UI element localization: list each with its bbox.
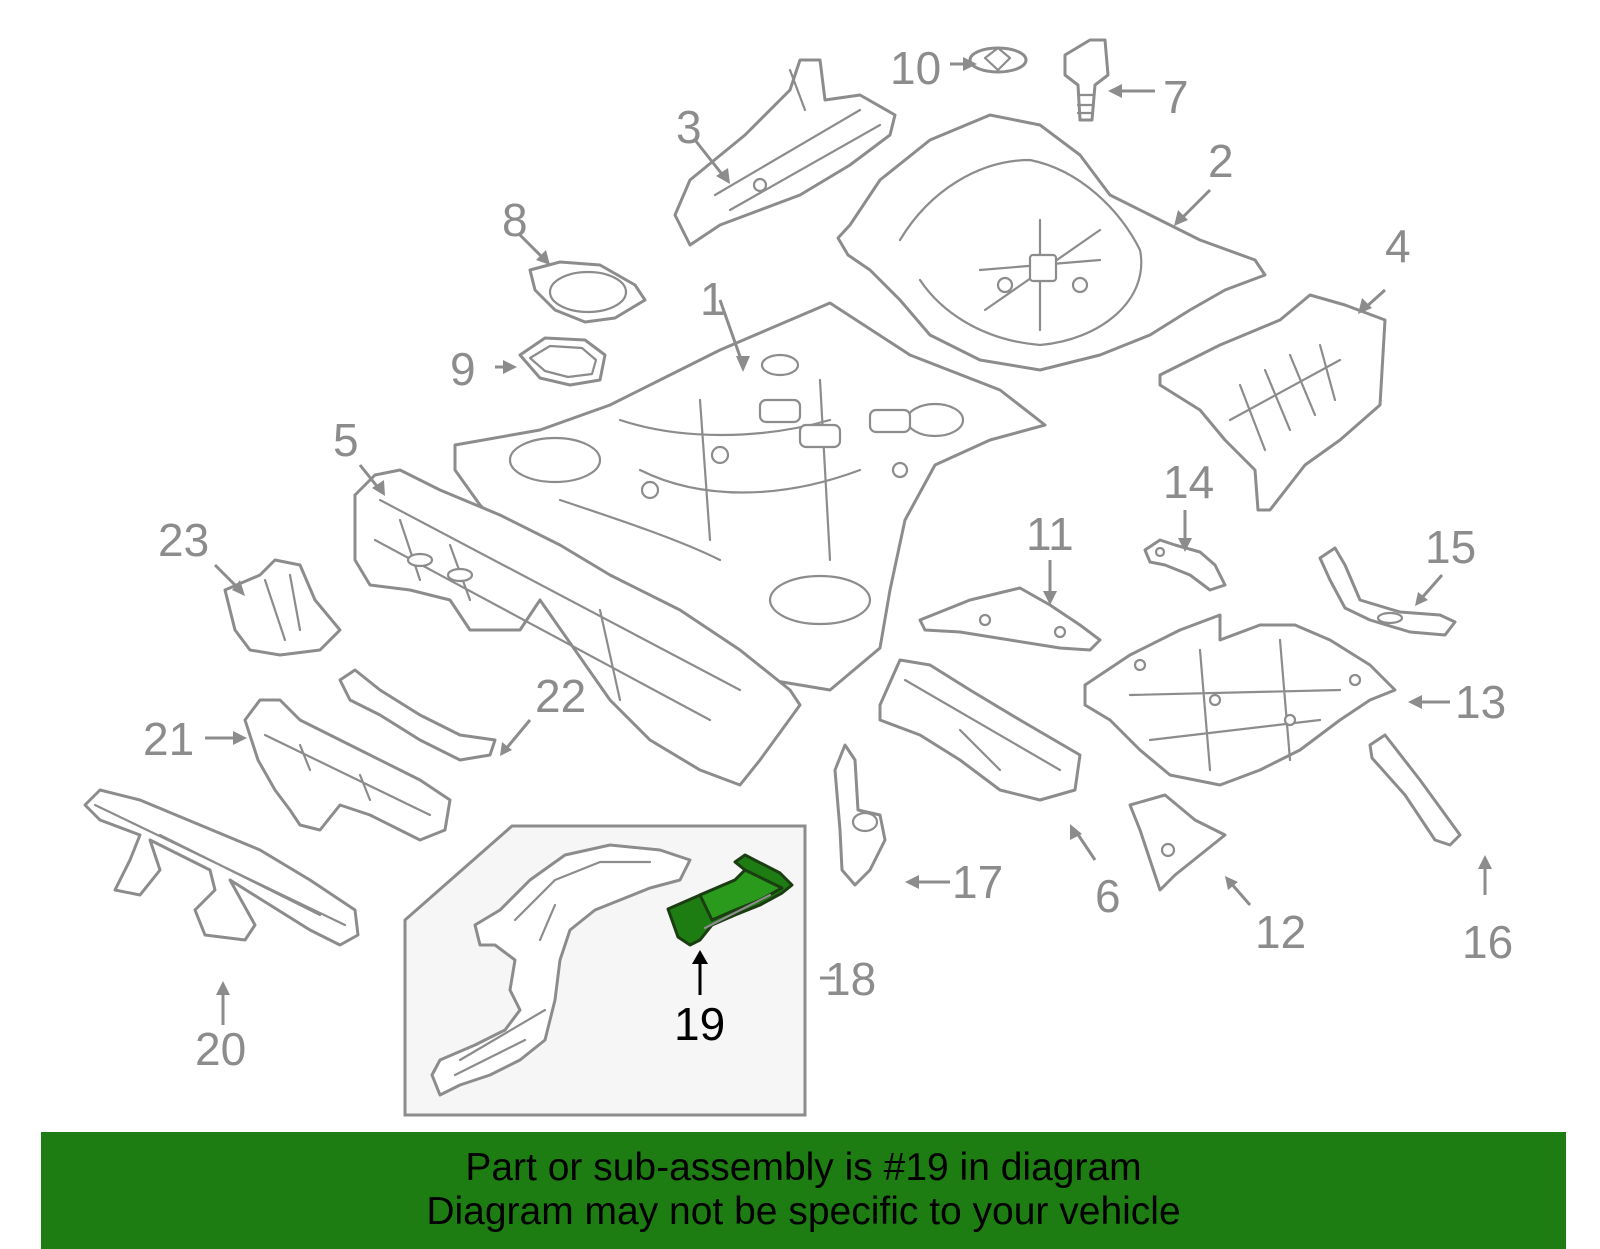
- part-12-bracket[interactable]: [1128, 793, 1227, 892]
- callout-9: 9: [450, 343, 476, 395]
- banner-disclaimer: Diagram may not be specific to your vehi…: [426, 1190, 1181, 1233]
- part-10-plug[interactable]: [968, 46, 1028, 74]
- banner-part-note: Part or sub-assembly is #19 in diagram: [465, 1146, 1142, 1189]
- callout-18: 18: [825, 953, 876, 1005]
- callout-23: 23: [158, 514, 209, 566]
- callout-12: 12: [1255, 906, 1306, 958]
- part-8-seal-plate[interactable]: [528, 260, 647, 324]
- part-3-rear-crossmember-upper[interactable]: [673, 58, 897, 247]
- callout-labels: 1 2 3 4 5 6 7 8 9 10 11 12 13 14 15 16 1…: [143, 42, 1513, 1075]
- part-21-crossmember-center[interactable]: [243, 698, 452, 842]
- callout-1: 1: [700, 273, 726, 325]
- part-13-floor-panel[interactable]: [1083, 613, 1397, 787]
- part-2-spare-wheel-pan[interactable]: [836, 113, 1267, 372]
- part-20-front-crossmember[interactable]: [83, 788, 360, 947]
- callout-8: 8: [502, 194, 528, 246]
- callout-16: 16: [1462, 916, 1513, 968]
- arrowheads: [216, 57, 1492, 995]
- part-11-gusset[interactable]: [918, 586, 1102, 652]
- callout-14: 14: [1163, 456, 1214, 508]
- inset-box-18: [403, 824, 807, 1117]
- part-22-crossmember-rear[interactable]: [338, 668, 497, 762]
- part-18-side-member-assembly[interactable]: [430, 843, 692, 1097]
- part-14-bracket-small[interactable]: [1143, 538, 1227, 592]
- part-7-bolt[interactable]: [1063, 38, 1110, 122]
- callout-13: 13: [1455, 676, 1506, 728]
- callout-11: 11: [1026, 508, 1074, 560]
- part-4-floor-extension-right[interactable]: [1158, 293, 1387, 512]
- callout-2: 2: [1208, 135, 1234, 187]
- callout-21: 21: [143, 713, 194, 765]
- part-16-brace[interactable]: [1368, 733, 1462, 847]
- callout-6: 6: [1095, 870, 1121, 922]
- part-6-side-member-extension[interactable]: [878, 658, 1082, 802]
- part-5-rear-side-member-left[interactable]: [353, 468, 802, 787]
- info-banner: Part or sub-assembly is #19 in diagram D…: [41, 1132, 1566, 1249]
- part-19-reinforcement-highlighted[interactable]: [666, 853, 794, 947]
- part-9-grommet[interactable]: [518, 336, 607, 387]
- callout-20: 20: [195, 1023, 246, 1075]
- part-17-bracket-vertical[interactable]: [833, 743, 887, 887]
- callout-15: 15: [1425, 521, 1476, 573]
- callout-5: 5: [333, 414, 359, 466]
- part-23-bracket-corner[interactable]: [223, 558, 342, 657]
- callout-3: 3: [676, 101, 702, 153]
- callout-17: 17: [952, 856, 1003, 908]
- callout-22: 22: [535, 670, 586, 722]
- callout-4: 4: [1385, 220, 1411, 272]
- callout-10: 10: [890, 42, 941, 94]
- callout-7: 7: [1163, 71, 1189, 123]
- callout-19: 19: [674, 998, 725, 1050]
- part-15-bracket-reinforcement[interactable]: [1318, 546, 1457, 637]
